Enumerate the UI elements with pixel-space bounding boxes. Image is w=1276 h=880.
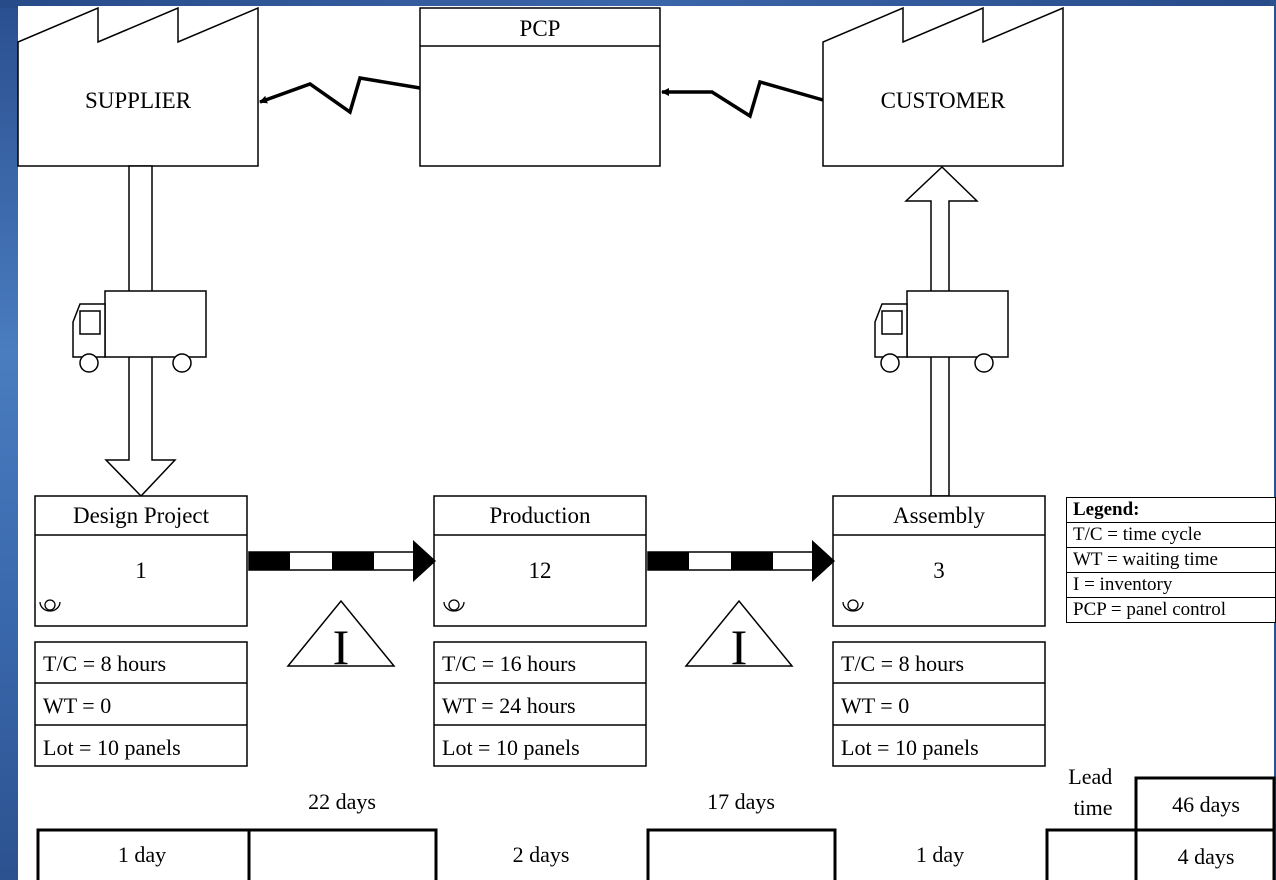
supplier-label: SUPPLIER (85, 88, 192, 113)
operator-icon (443, 599, 465, 612)
process-box-production: Production 12 (433, 495, 647, 627)
process-name: Production (490, 503, 591, 528)
customer-label: CUSTOMER (881, 88, 1006, 113)
pcp-title: PCP (520, 16, 561, 41)
data-box-production: T/C = 16 hours WT = 24 hours Lot = 10 pa… (433, 641, 647, 767)
data-box-design-project: T/C = 8 hours WT = 0 Lot = 10 panels (34, 641, 248, 767)
process-time-label: 2 days (513, 842, 570, 867)
waiting-time: WT = 0 (43, 693, 111, 718)
background-left-strip (0, 0, 20, 880)
info-arrow-customer-to-pcp (661, 79, 824, 119)
process-name: Assembly (893, 503, 986, 528)
push-arrow (248, 540, 436, 582)
process-time-total: 4 days (1178, 844, 1235, 869)
legend-box: Legend: T/C = time cycle WT = waiting ti… (1066, 497, 1276, 623)
lot-size: Lot = 10 panels (43, 735, 181, 760)
process-operators: 12 (529, 558, 552, 583)
process-time-label: 1 day (916, 842, 964, 867)
inventory-symbol: I (731, 619, 748, 675)
push-arrow (647, 540, 835, 582)
lead-time-total: 46 days (1172, 792, 1240, 817)
wait-time-label: 17 days (707, 789, 775, 814)
waiting-time: WT = 0 (841, 693, 909, 718)
process-box-assembly: Assembly 3 (832, 495, 1046, 627)
wait-time-label: 22 days (308, 789, 376, 814)
cycle-time: T/C = 8 hours (841, 651, 964, 676)
process-box-design-project: Design Project 1 (34, 495, 248, 627)
truck-icon (72, 290, 207, 373)
operator-icon (39, 599, 61, 612)
legend-item: T/C = time cycle (1067, 522, 1275, 547)
pcp-box: PCP (419, 7, 661, 167)
legend-title: Legend: (1073, 499, 1140, 520)
data-box-assembly: T/C = 8 hours WT = 0 Lot = 10 panels (832, 641, 1046, 767)
lot-size: Lot = 10 panels (841, 735, 979, 760)
cycle-time: T/C = 16 hours (442, 651, 576, 676)
waiting-time: WT = 24 hours (442, 693, 576, 718)
timeline-line (1045, 828, 1136, 880)
inventory-triangle: I (684, 599, 794, 675)
customer-factory: CUSTOMER (822, 6, 1064, 167)
process-time-label: 1 day (118, 842, 166, 867)
operator-icon (842, 599, 864, 612)
timeline: 22 days 17 days 1 day 2 days 1 day Lead … (36, 764, 1276, 880)
process-name: Design Project (73, 503, 210, 528)
lot-size: Lot = 10 panels (442, 735, 580, 760)
legend-item: WT = waiting time (1067, 547, 1275, 572)
info-arrow-pcp-to-supplier (259, 76, 421, 115)
legend-item: I = inventory (1067, 572, 1275, 597)
supplier-factory: SUPPLIER (17, 6, 259, 167)
legend-item: PCP = panel control (1067, 597, 1275, 622)
inventory-symbol: I (333, 619, 350, 675)
cycle-time: T/C = 8 hours (43, 651, 166, 676)
background-top-strip (0, 0, 1276, 8)
process-operators: 1 (135, 558, 147, 583)
process-operators: 3 (933, 558, 945, 583)
truck-icon (874, 290, 1009, 373)
timeline-line (247, 828, 438, 880)
timeline-line (646, 828, 837, 880)
inventory-triangle: I (286, 599, 396, 675)
lead-time-label: Lead time (1068, 764, 1117, 820)
